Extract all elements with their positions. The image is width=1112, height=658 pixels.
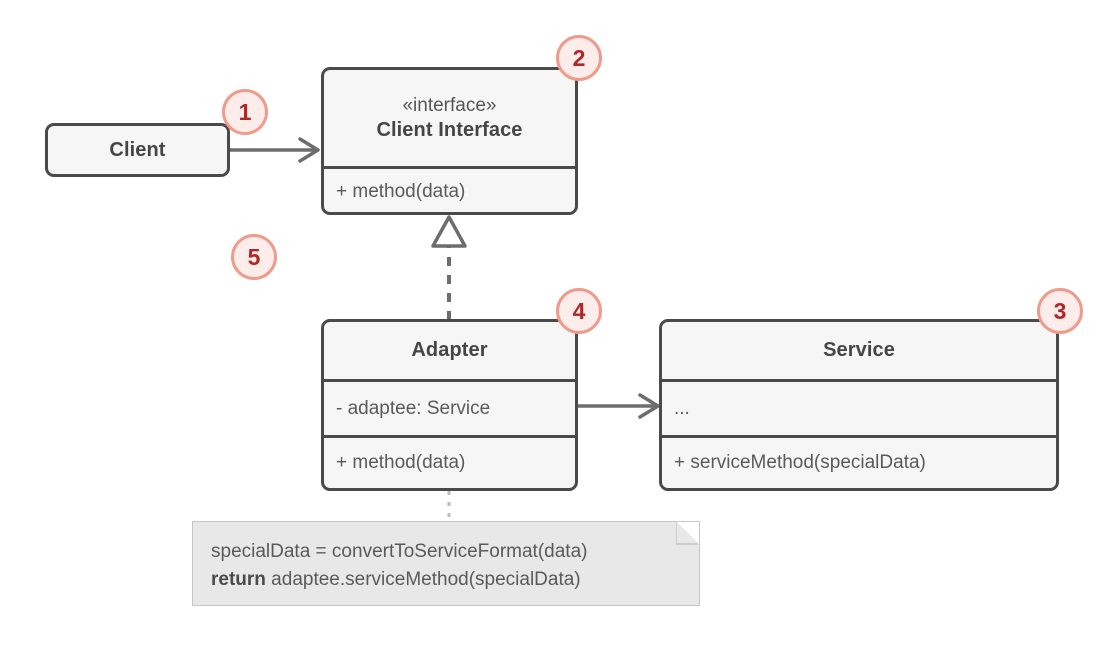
client-interface-class-name: Client Interface (376, 118, 523, 141)
badge-1-label: 1 (238, 98, 252, 125)
connector-client-to-interface (228, 137, 320, 163)
badge-3-label: 3 (1053, 297, 1067, 324)
class-box-client-interface[interactable]: «interface» Client Interface + method(da… (321, 67, 578, 215)
badge-2-label: 2 (572, 44, 586, 71)
note-body: specialData = convertToServiceFormat(dat… (193, 522, 699, 607)
note-line-2-rest: adaptee.serviceMethod(specialData) (265, 568, 581, 590)
note-line-2: return adaptee.serviceMethod(specialData… (211, 566, 681, 594)
class-box-adapter[interactable]: Adapter - adaptee: Service + method(data… (321, 319, 578, 491)
client-interface-method-compartment: + method(data) (324, 166, 575, 212)
badge-3-service[interactable]: 3 (1037, 288, 1083, 334)
note-fold-corner-icon (677, 522, 699, 544)
service-attribute-compartment: ... (662, 379, 1056, 435)
client-class-name: Client (109, 138, 166, 161)
badge-5-label: 5 (247, 243, 261, 270)
adapter-title-compartment: Adapter (324, 322, 575, 379)
note-keyword-return: return (211, 568, 266, 590)
adapter-method-0: + method(data) (336, 452, 466, 473)
connector-adapter-to-service (578, 393, 660, 419)
badge-4-label: 4 (572, 297, 586, 324)
class-box-client[interactable]: Client (45, 123, 230, 177)
adapter-attribute-0: - adaptee: Service (336, 397, 491, 419)
service-method-0: + serviceMethod(specialData) (674, 452, 926, 473)
badge-5-floating[interactable]: 5 (231, 234, 277, 280)
note-fold-outline-icon (676, 522, 698, 545)
service-class-name: Service (823, 339, 895, 361)
badge-1-client[interactable]: 1 (222, 89, 268, 135)
note-line-1: specialData = convertToServiceFormat(dat… (211, 541, 588, 562)
client-interface-method-0: + method(data) (336, 181, 466, 202)
service-method-compartment: + serviceMethod(specialData) (662, 435, 1056, 488)
client-interface-title-compartment: «interface» Client Interface (324, 70, 575, 166)
connector-adapter-realizes-interface (431, 215, 467, 320)
client-title-compartment: Client (48, 126, 227, 174)
badge-2-client-interface[interactable]: 2 (556, 35, 602, 81)
badge-4-adapter[interactable]: 4 (556, 288, 602, 334)
adapter-attribute-compartment: - adaptee: Service (324, 379, 575, 435)
note-box[interactable]: specialData = convertToServiceFormat(dat… (192, 521, 700, 606)
service-attribute-0: ... (674, 397, 690, 419)
adapter-class-name: Adapter (411, 339, 488, 361)
service-title-compartment: Service (662, 322, 1056, 379)
client-interface-stereotype: «interface» (402, 94, 497, 116)
adapter-method-compartment: + method(data) (324, 435, 575, 488)
class-box-service[interactable]: Service ... + serviceMethod(specialData) (659, 319, 1059, 491)
